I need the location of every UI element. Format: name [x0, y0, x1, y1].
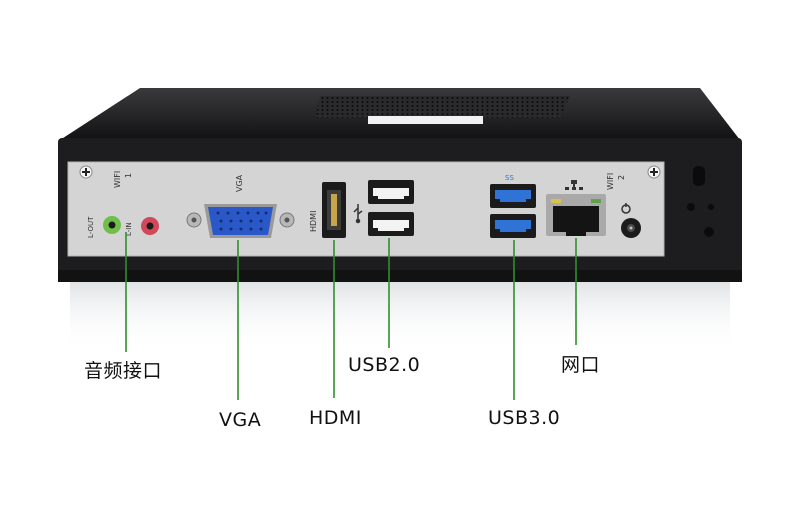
usb3-logo: SS [505, 174, 514, 182]
kensington-slot [693, 166, 705, 186]
hdmi-panel-label: HDMI [309, 211, 318, 232]
callout-usb2: USB2.0 [348, 354, 421, 376]
antenna-screw-icon [647, 165, 661, 179]
wifi-2-number: 2 [617, 175, 626, 180]
table-reflection [70, 282, 730, 352]
network-icon [565, 180, 583, 190]
vent-grille [315, 96, 570, 118]
usb3-port-bottom [490, 214, 536, 238]
callout-vga: VGA [219, 409, 262, 431]
callout-audio: 音频接口 [84, 360, 163, 382]
callout-usb3: USB3.0 [488, 407, 561, 429]
line-in-label: L-IN [125, 222, 133, 236]
line-in-jack [141, 217, 159, 235]
antenna-screw-icon [79, 165, 93, 179]
wifi-2-label: WIFI [606, 173, 615, 190]
side-hole [687, 203, 695, 211]
usb2-port-top [368, 180, 414, 204]
side-hole [708, 204, 714, 210]
callout-hdmi: HDMI [309, 407, 362, 429]
usb2-port-bottom [368, 212, 414, 236]
top-badge [368, 116, 483, 124]
hdmi-port [322, 182, 346, 238]
wifi-1-label: WIFI [113, 171, 122, 188]
side-hole [704, 227, 714, 237]
usb3-port-top [490, 184, 536, 208]
line-out-label: L-OUT [87, 216, 95, 238]
dc-power-jack [621, 218, 641, 238]
vga-port [186, 204, 295, 238]
wifi-1-number: 1 [124, 173, 133, 178]
chassis-edge [58, 270, 742, 282]
power-icon [621, 203, 631, 214]
vga-panel-label: VGA [235, 174, 244, 192]
line-out-jack [103, 216, 121, 234]
lan-port [546, 194, 606, 236]
usb-trident-icon [353, 204, 363, 224]
callout-lan: 网口 [561, 354, 601, 376]
